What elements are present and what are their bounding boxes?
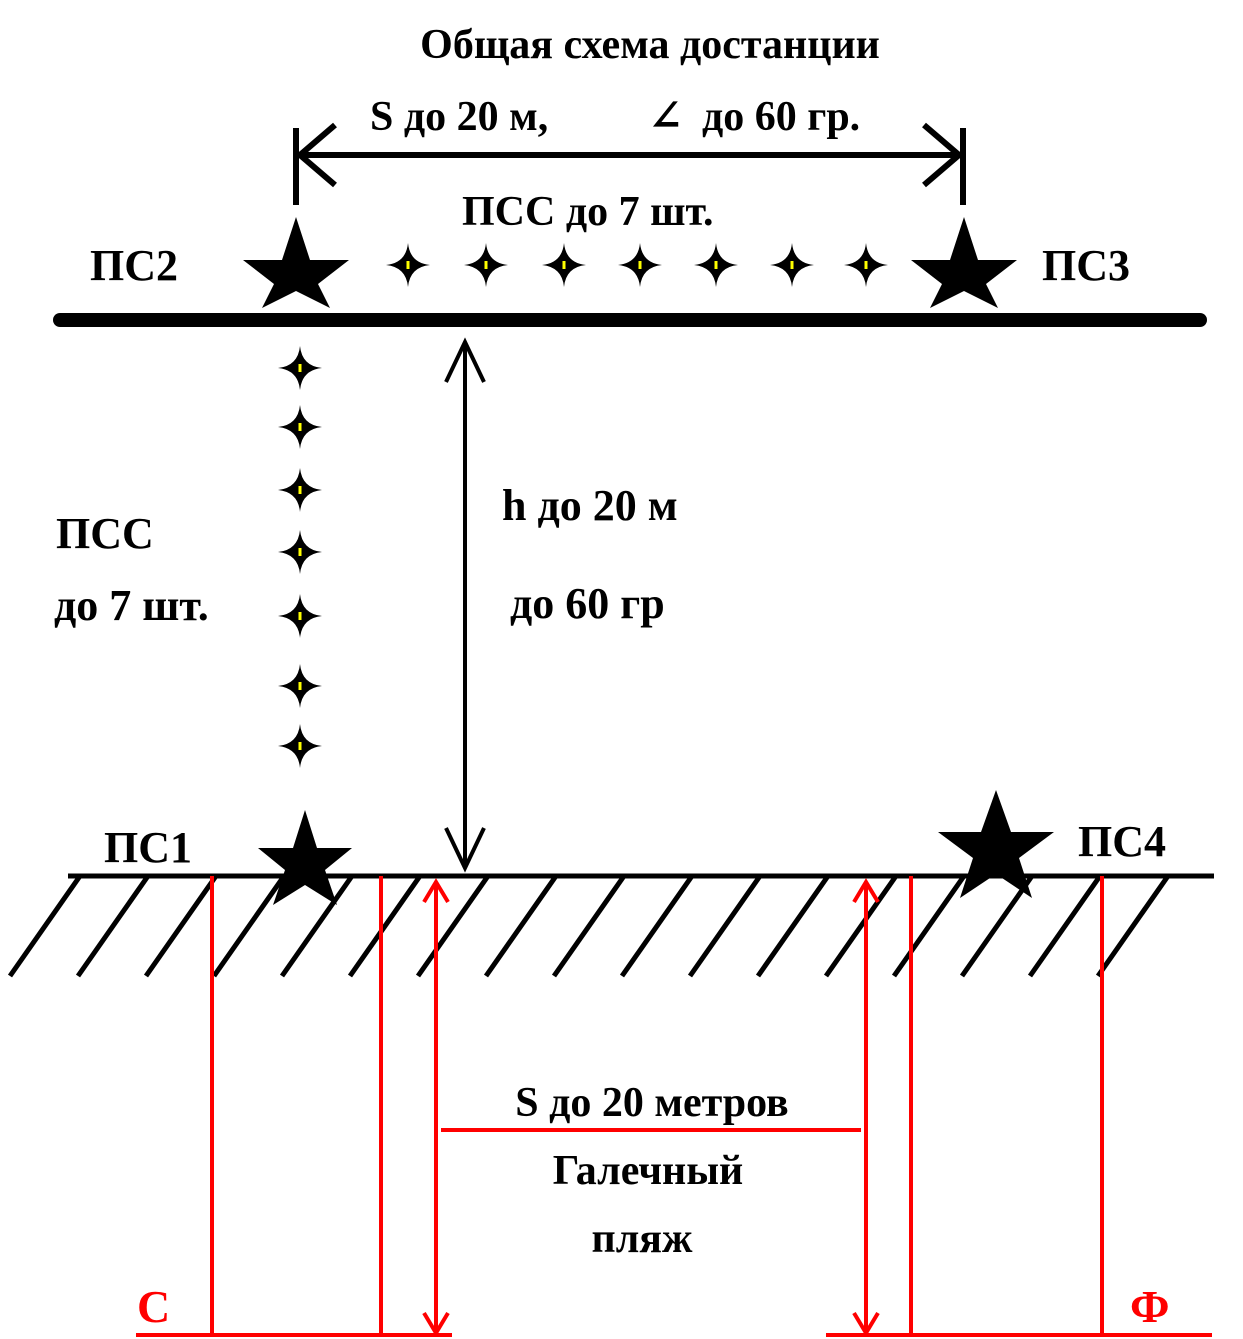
hatch-stroke	[891, 874, 967, 978]
horizontal-pss-markers	[386, 243, 888, 287]
hatch-stroke	[75, 874, 151, 978]
pss-horizontal-2	[464, 243, 508, 287]
hatch-stroke	[347, 874, 423, 978]
beach-label-line1: Галечный	[553, 1148, 743, 1194]
finish-marker: Ф	[1130, 1281, 1170, 1332]
pss-vertical-1	[278, 346, 322, 390]
station-label-ps4: ПС4	[1078, 817, 1166, 866]
pss-vertical-7	[278, 724, 322, 768]
pss-horizontal-7	[844, 243, 888, 287]
pss-vertical-6	[278, 664, 322, 708]
station-star-ps2	[243, 217, 349, 308]
hatch-stroke	[551, 874, 627, 978]
pss-horizontal-3	[542, 243, 586, 287]
pss-vertical-4	[278, 530, 322, 574]
pss-vertical-2	[278, 405, 322, 449]
station-label-ps2: ПС2	[90, 241, 178, 290]
height-label-line1: h до 20 м	[502, 481, 678, 530]
station-label-ps3: ПС3	[1042, 241, 1130, 290]
top-angle-label: до 60 гр.	[702, 94, 860, 140]
hatch-stroke	[619, 874, 695, 978]
hatch-stroke	[279, 874, 355, 978]
angle-icon: ∠	[648, 94, 683, 140]
hatch-stroke	[143, 874, 219, 978]
hatch-stroke	[823, 874, 899, 978]
hatch-stroke	[483, 874, 559, 978]
horizontal-pss-label: ПСС до 7 шт.	[462, 189, 714, 235]
pss-horizontal-5	[694, 243, 738, 287]
hatch-stroke	[1095, 874, 1171, 978]
station-star-ps3	[911, 217, 1017, 308]
height-dimension-arrow	[444, 337, 486, 873]
hatch-stroke	[1027, 874, 1103, 978]
pss-vertical-5	[278, 594, 322, 638]
pss-horizontal-4	[618, 243, 662, 287]
hatch-stroke	[7, 874, 83, 978]
beach-left-arrow	[422, 878, 450, 1337]
pss-horizontal-1	[386, 243, 430, 287]
vertical-pss-label-line2: до 7 шт.	[54, 581, 209, 630]
hatch-stroke	[755, 874, 831, 978]
start-marker: С	[137, 1281, 170, 1332]
ground-hatching	[7, 874, 1171, 978]
top-dimension-line	[293, 122, 966, 205]
station-label-ps1: ПС1	[104, 823, 192, 872]
pss-vertical-3	[278, 468, 322, 512]
height-label-line2: до 60 гр	[510, 579, 665, 628]
beach-right-arrow	[852, 878, 880, 1337]
vertical-pss-markers	[278, 346, 322, 768]
beach-distance-label: S до 20 метров	[515, 1080, 789, 1126]
beach-label-line2: пляж	[592, 1216, 693, 1262]
vertical-pss-label-line1: ПСС	[56, 509, 154, 558]
hatch-stroke	[415, 874, 491, 978]
pss-horizontal-6	[770, 243, 814, 287]
red-boundary-lines	[136, 876, 1212, 1337]
hatch-stroke	[211, 874, 287, 978]
station-star-ps4	[938, 790, 1054, 898]
diagram-title: Общая схема достанции	[420, 22, 880, 68]
hatch-stroke	[687, 874, 763, 978]
top-distance-label: S до 20 м,	[370, 94, 548, 140]
hatch-stroke	[959, 874, 1035, 978]
